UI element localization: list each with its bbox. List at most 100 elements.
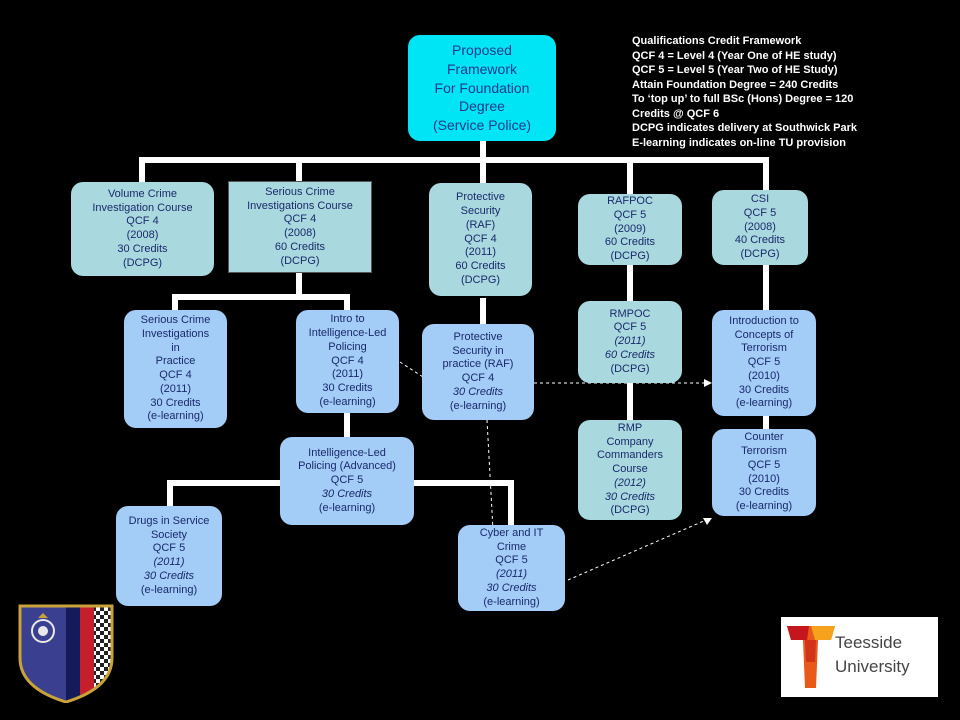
node-line: Cyber and IT — [479, 526, 544, 539]
logo-line-teesside: Teesside — [835, 633, 903, 652]
note-line: QCF 5 = Level 5 (Year Two of HE Study) — [632, 64, 838, 76]
node-line: Policing (Advanced) — [298, 460, 396, 473]
note-line: To ‘top up’ to full BSc (Hons) Degree = … — [632, 93, 854, 105]
node-line: (2011) — [153, 556, 185, 568]
node-drugs-in-service-society: Drugs in Service Society QCF 5 (2011) 30… — [116, 506, 222, 606]
node-rafpoc: RAFPOC QCF 5 (2009) 60 Credits (DCPG) — [578, 194, 682, 265]
node-line: (2011) — [496, 568, 527, 580]
note-line: Credits @ QCF 6 — [632, 107, 720, 120]
node-line: QCF 4 — [126, 215, 159, 228]
node-line: (2011) — [332, 368, 363, 381]
node-line: Investigations — [141, 327, 210, 340]
node-line: (RAF) — [465, 218, 496, 231]
node-line: (2010) — [748, 369, 780, 382]
node-line: (DCPG) — [122, 256, 163, 269]
node-line: (2008) — [744, 220, 776, 233]
node-serious-crime-investigations-in-practice: Serious Crime Investigations in Practice… — [124, 310, 227, 428]
node-line: Terrorism — [741, 342, 787, 355]
node-line: 30 Credits — [150, 396, 201, 409]
node-line: 60 Credits — [604, 348, 656, 361]
node-line: Course — [612, 463, 648, 476]
root-line: Degree — [459, 98, 505, 115]
node-counter-terrorism: Counter Terrorism QCF 5 (2010) 30 Credit… — [712, 429, 816, 516]
node-line: (DCPG) — [740, 248, 780, 261]
node-line: 30 Credits — [322, 382, 373, 395]
teesside-university-logo: Teesside University — [781, 617, 938, 697]
node-line: RAFPOC — [607, 195, 653, 208]
root-line: Proposed — [452, 41, 512, 58]
node-line: (DCPG) — [460, 273, 501, 286]
node-protective-security-raf: Protective Security (RAF) QCF 4 (2011) 6… — [429, 183, 532, 296]
node-line: (DCPG) — [610, 250, 650, 263]
node-line: 30 Credits — [604, 490, 656, 503]
node-line: (DCPG) — [610, 362, 650, 375]
node-line: 30 Credits — [738, 383, 790, 396]
node-line: Crime — [496, 540, 527, 553]
node-line: Introduction to — [729, 314, 799, 327]
service-police-crest-icon — [18, 604, 114, 703]
node-protective-security-in-practice: Protective Security in practice (RAF) QC… — [422, 324, 534, 420]
node-rmp-company-commanders-course: RMP Company Commanders Course (2012) 30 … — [578, 420, 682, 520]
node-line: 30 Credits — [143, 569, 195, 582]
node-line: (e-learning) — [735, 500, 793, 512]
node-line: Intro to — [330, 313, 365, 326]
node-line: QCF 5 — [495, 554, 528, 567]
qcf-notes: Qualifications Credit Framework QCF 4 = … — [632, 34, 857, 150]
logo-line-university: University — [835, 657, 910, 676]
node-line: 60 Credits — [604, 236, 656, 249]
node-line: QCF 5 — [747, 356, 781, 369]
note-line: DCPG indicates delivery at Southwick Par… — [632, 122, 857, 134]
node-line: QCF 5 — [613, 208, 647, 221]
node-line: Serious Crime — [265, 185, 335, 198]
node-line: Investigations Course — [247, 199, 353, 212]
node-line: (2009) — [614, 222, 646, 235]
node-line: RMPOC — [609, 307, 651, 320]
node-line: Commanders — [596, 449, 664, 462]
node-line: Protective — [453, 330, 503, 343]
note-line: E-learning indicates on-line TU provisio… — [632, 136, 846, 149]
node-line: QCF 5 — [743, 206, 777, 219]
node-line: QCF 5 — [152, 542, 186, 555]
node-intelligence-led-policing-advanced: Intelligence-Led Policing (Advanced) QCF… — [280, 437, 414, 525]
node-line: Intelligence-Led — [308, 446, 386, 459]
node-line: Investigation Course — [92, 201, 193, 214]
node-cyber-and-it-crime: Cyber and IT Crime QCF 5 (2011) 30 Credi… — [458, 525, 565, 611]
node-line: practice (RAF) — [442, 358, 514, 371]
node-line: QCF 5 — [330, 474, 364, 487]
node-line: 60 Credits — [455, 260, 506, 273]
node-line: (e-learning) — [735, 397, 793, 410]
node-rmpoc: RMPOC QCF 5 (2011) 60 Credits (DCPG) — [578, 301, 682, 383]
node-line: (e-learning) — [483, 595, 540, 608]
node-line: Policing — [328, 340, 367, 353]
node-serious-crime-investigations-course: Serious Crime Investigations Course QCF … — [228, 181, 372, 273]
node-line: QCF 4 — [331, 354, 364, 367]
node-line: QCF 4 — [159, 369, 192, 381]
node-line: Practice — [155, 355, 196, 368]
root-line: (Service Police) — [432, 117, 532, 134]
node-line: 30 Credits — [486, 581, 537, 594]
node-line: Security in — [452, 344, 504, 357]
node-line: (2010) — [748, 472, 780, 485]
node-line: Drugs in Service — [128, 514, 210, 527]
node-line: Concepts of — [734, 328, 794, 341]
node-csi: CSI QCF 5 (2008) 40 Credits (DCPG) — [712, 190, 808, 265]
node-line: (2011) — [614, 335, 646, 348]
node-line: (e-learning) — [140, 583, 198, 596]
node-line: (2012) — [614, 476, 646, 489]
node-line: (e-learning) — [147, 410, 204, 423]
node-line: 30 Credits — [321, 487, 373, 500]
node-line: 30 Credits — [738, 486, 790, 499]
node-line: (e-learning) — [319, 395, 376, 408]
node-line: 30 Credits — [452, 385, 504, 398]
node-line: Terrorism — [741, 445, 787, 457]
node-line: 40 Credits — [734, 234, 786, 247]
node-line: (2008) — [126, 229, 159, 241]
node-line: QCF 4 — [283, 213, 317, 226]
node-line: QCF 5 — [747, 458, 781, 471]
node-line: QCF 4 — [461, 372, 495, 384]
root-line: Framework — [446, 60, 517, 77]
node-line: Security — [460, 205, 501, 218]
node-intro-intelligence-led-policing: Intro to Intelligence-Led Policing QCF 4… — [296, 310, 399, 413]
node-line: QCF 4 — [464, 232, 497, 245]
